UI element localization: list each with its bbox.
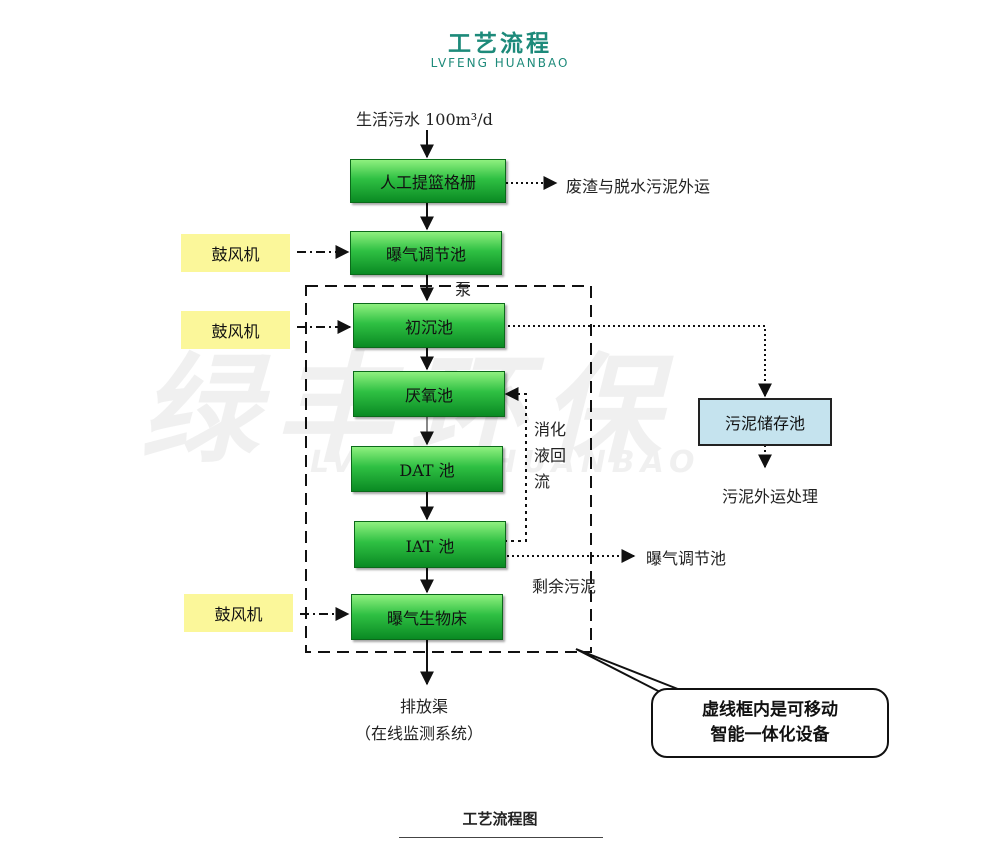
nitrification-reflux-line-1: 消化	[534, 420, 567, 439]
caption-underline	[399, 837, 603, 838]
process-box-iat: IAT 池	[354, 521, 506, 568]
mobile-equipment-boundary	[305, 285, 592, 653]
sludge-storage-tank: 污泥储存池	[698, 398, 832, 446]
nitrification-reflux-label: 消化 液回 流	[534, 418, 574, 494]
blower-box-1: 鼓风机	[181, 234, 290, 272]
arrow-primary-sludge	[503, 325, 772, 398]
nitrification-reflux-line-2: 液回	[534, 446, 567, 465]
pump-label: 泵	[455, 280, 472, 299]
arrow-nitrification-reflux	[504, 387, 527, 542]
sludge-disposal-label: 污泥外运处理	[722, 487, 819, 506]
process-box-biological-bed: 曝气生物床	[351, 594, 503, 640]
blower-box-3: 鼓风机	[184, 594, 293, 632]
screen-waste-label: 废渣与脱水污泥外运	[566, 177, 711, 196]
process-box-primary-clarifier: 初沉池	[353, 303, 505, 348]
process-box-equalization: 曝气调节池	[350, 231, 502, 275]
page-subtitle: LVFENG HUANBAO	[430, 56, 570, 70]
figure-caption: 工艺流程图	[462, 810, 538, 828]
process-box-anaerobic: 厌氧池	[353, 371, 505, 417]
excess-sludge-label: 剩余污泥	[532, 577, 597, 596]
callout-line-2: 智能一体化设备	[710, 725, 830, 745]
iat-out-label: 曝气调节池	[646, 549, 727, 568]
discharge-label: 排放渠	[400, 697, 449, 716]
process-box-screen: 人工提篮格栅	[350, 159, 506, 203]
inflow-label: 生活污水 100m³/d	[356, 110, 493, 129]
blower-box-2: 鼓风机	[181, 311, 290, 349]
monitoring-label: （在线监测系统）	[355, 724, 484, 743]
callout-pointer	[575, 648, 689, 694]
callout-bubble: 虚线框内是可移动 智能一体化设备	[651, 688, 889, 758]
callout-line-1: 虚线框内是可移动	[702, 700, 838, 720]
nitrification-reflux-line-3: 流	[534, 472, 551, 491]
page-title: 工艺流程	[448, 31, 552, 57]
process-box-dat: DAT 池	[351, 446, 503, 492]
